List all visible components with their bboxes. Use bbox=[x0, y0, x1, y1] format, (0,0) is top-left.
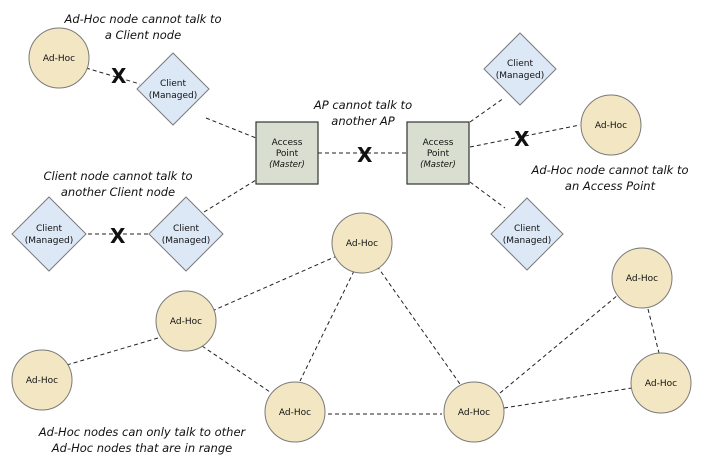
access-point-left: Access Point (Master) bbox=[255, 121, 319, 185]
link-adhoc-br-adhoc-rt bbox=[499, 294, 619, 394]
annotation-ap-ap-line1: AP cannot talk to bbox=[313, 98, 412, 112]
client-node-left-label: Client bbox=[36, 224, 63, 234]
annotation-adhoc-range-line1: Ad-Hoc nodes can only talk to other bbox=[38, 425, 247, 439]
client-node-right-role: (Managed) bbox=[503, 236, 552, 246]
link-adhoc-br-adhoc-rb bbox=[503, 387, 633, 409]
access-point-right-role: (Master) bbox=[420, 160, 456, 170]
access-point-right: Access Point (Master) bbox=[406, 121, 470, 185]
adhoc-node-middle-left-label: Ad-Hoc bbox=[170, 317, 202, 327]
link-ap-right-client-tr bbox=[469, 97, 505, 123]
blocked-client-client-mark: X bbox=[110, 224, 126, 248]
adhoc-node-center-label: Ad-Hoc bbox=[346, 239, 378, 249]
adhoc-node-top-left-label: Ad-Hoc bbox=[43, 54, 75, 64]
link-adhoc-tl-client-top bbox=[85, 67, 141, 85]
access-point-left-line1: Access bbox=[272, 138, 303, 148]
annotation-client-client-line1: Client node cannot talk to bbox=[43, 169, 192, 183]
client-node-middle: Client (Managed) bbox=[148, 196, 224, 272]
annotation-adhoc-ap-line1: Ad-Hoc node cannot talk to bbox=[530, 163, 688, 177]
annotation-adhoc-range-line2: Ad-Hoc nodes that are in range bbox=[51, 441, 232, 455]
client-node-right-label: Client bbox=[514, 224, 541, 234]
annotation-ap-ap: AP cannot talk to another AP bbox=[313, 98, 412, 128]
annotation-adhoc-range: Ad-Hoc nodes can only talk to other Ad-H… bbox=[38, 425, 247, 455]
adhoc-node-bottom-right-label: Ad-Hoc bbox=[458, 408, 490, 418]
annotation-adhoc-client-line1: Ad-Hoc node cannot talk to bbox=[63, 12, 221, 26]
blocked-adhoc-ap-mark: X bbox=[514, 127, 530, 151]
links bbox=[59, 67, 660, 415]
annotation-adhoc-ap: Ad-Hoc node cannot talk to an Access Poi… bbox=[530, 163, 688, 193]
client-node-top-right-label: Client bbox=[507, 59, 534, 69]
blocked-adhoc-client-mark: X bbox=[111, 64, 127, 88]
link-adhoc-center-adhoc-bc bbox=[299, 270, 355, 382]
blocked-marks: X X X X bbox=[110, 64, 530, 248]
adhoc-node-bottom-left: Ad-Hoc bbox=[11, 349, 73, 411]
annotation-adhoc-client-line2: a Client node bbox=[105, 28, 181, 42]
link-client-m-ap-left bbox=[203, 179, 257, 213]
adhoc-node-far-right-bottom: Ad-Hoc bbox=[630, 352, 692, 414]
link-adhoc-center-adhoc-br bbox=[376, 265, 461, 385]
adhoc-node-bottom-left-label: Ad-Hoc bbox=[26, 376, 58, 386]
client-node-middle-role: (Managed) bbox=[162, 236, 211, 246]
adhoc-node-bottom-right: Ad-Hoc bbox=[443, 381, 505, 443]
client-node-top: Client (Managed) bbox=[136, 52, 210, 126]
adhoc-node-right: Ad-Hoc bbox=[580, 94, 642, 156]
access-point-right-line1: Access bbox=[423, 138, 454, 148]
client-node-left: Client (Managed) bbox=[11, 196, 87, 272]
client-node-middle-label: Client bbox=[173, 224, 200, 234]
access-point-right-line2: Point bbox=[427, 149, 450, 159]
access-point-left-role: (Master) bbox=[269, 160, 305, 170]
client-node-right: Client (Managed) bbox=[490, 197, 564, 271]
adhoc-node-top-left: Ad-Hoc bbox=[28, 27, 90, 89]
adhoc-node-far-right-top: Ad-Hoc bbox=[611, 247, 673, 309]
adhoc-node-bottom-center: Ad-Hoc bbox=[264, 381, 326, 443]
link-adhoc-ml-adhoc-center bbox=[211, 255, 338, 312]
link-adhoc-rt-adhoc-rb bbox=[647, 308, 660, 354]
link-adhoc-ml-adhoc-bl bbox=[59, 337, 159, 368]
link-ap-right-client-r bbox=[469, 181, 506, 209]
annotation-adhoc-ap-line2: an Access Point bbox=[565, 179, 656, 193]
client-node-top-label: Client bbox=[160, 79, 187, 89]
adhoc-node-right-label: Ad-Hoc bbox=[595, 121, 627, 131]
link-ap-right-adhoc-r bbox=[469, 124, 581, 148]
annotation-ap-ap-line2: another AP bbox=[331, 114, 394, 128]
client-node-top-role: (Managed) bbox=[149, 91, 198, 101]
annotation-client-client-line2: another Client node bbox=[61, 185, 175, 199]
access-point-left-line2: Point bbox=[276, 149, 299, 159]
link-client-top-ap-left bbox=[205, 117, 257, 139]
adhoc-node-far-right-top-label: Ad-Hoc bbox=[626, 274, 658, 284]
client-node-top-right: Client (Managed) bbox=[483, 32, 557, 106]
adhoc-node-center: Ad-Hoc bbox=[331, 212, 393, 274]
adhoc-node-bottom-center-label: Ad-Hoc bbox=[279, 408, 311, 418]
annotation-adhoc-client: Ad-Hoc node cannot talk to a Client node bbox=[63, 12, 221, 42]
blocked-ap-ap-mark: X bbox=[357, 143, 373, 167]
client-node-left-role: (Managed) bbox=[25, 236, 74, 246]
adhoc-node-middle-left: Ad-Hoc bbox=[155, 290, 217, 352]
adhoc-node-far-right-bottom-label: Ad-Hoc bbox=[645, 379, 677, 389]
annotation-client-client: Client node cannot talk to another Clien… bbox=[43, 169, 192, 199]
link-adhoc-ml-adhoc-bc bbox=[201, 345, 271, 393]
client-node-top-right-role: (Managed) bbox=[496, 71, 545, 81]
